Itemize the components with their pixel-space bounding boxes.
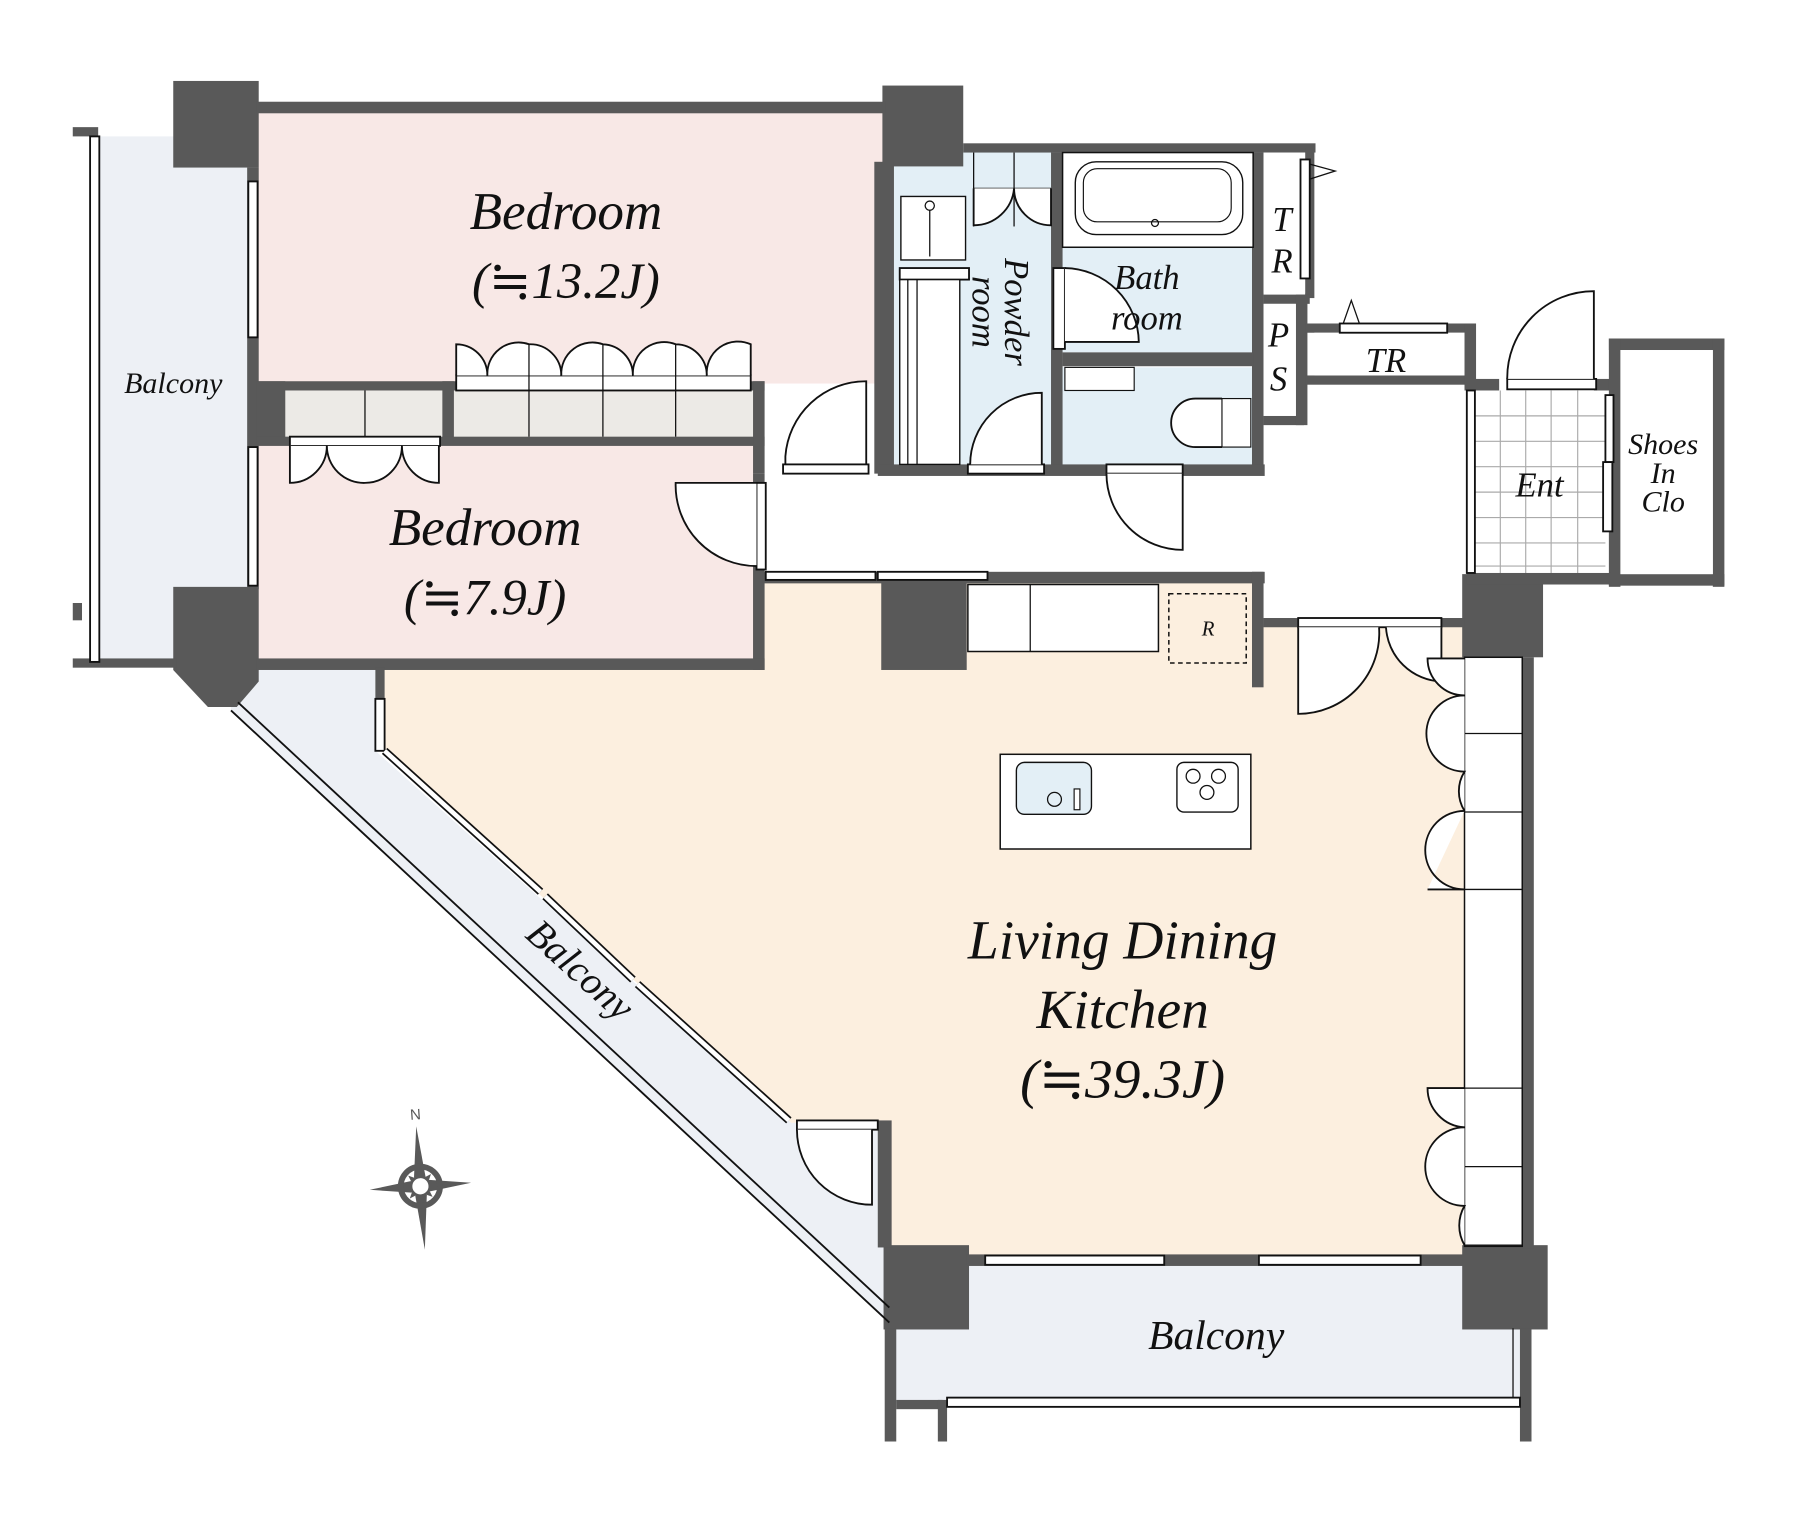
fixtures bbox=[898, 151, 1713, 850]
bedroom-2-name: Bedroom bbox=[389, 499, 582, 557]
bathroom-label-line2: room bbox=[1111, 299, 1183, 337]
doors bbox=[674, 267, 1615, 1206]
bedroom-2-floor bbox=[256, 441, 759, 664]
bedroom-1-area: (≒13.2J) bbox=[472, 253, 660, 309]
shoes-closet-line3: Clo bbox=[1641, 486, 1684, 519]
balcony-rails bbox=[89, 135, 1521, 1408]
balcony-diagonal-floor bbox=[230, 669, 890, 1323]
powder-room-label-line1: Powder bbox=[997, 257, 1035, 366]
bathroom-label-line1: Bath bbox=[1114, 259, 1179, 297]
refrigerator-label: R bbox=[1201, 617, 1215, 640]
compass-rose-icon: N bbox=[369, 1106, 472, 1250]
balcony-south-floor bbox=[895, 1264, 1531, 1404]
bedroom-1-floor bbox=[256, 109, 886, 388]
balcony-west-label: Balcony bbox=[124, 367, 223, 400]
windows bbox=[247, 180, 1422, 1266]
compass-north-label: N bbox=[409, 1106, 421, 1124]
tr-horizontal-label: TR bbox=[1366, 342, 1406, 380]
ldk-area: (≒39.3J) bbox=[1020, 1048, 1225, 1109]
balcony-west-floor bbox=[98, 136, 255, 662]
ldk-name-line2: Kitchen bbox=[1035, 979, 1208, 1040]
walls bbox=[72, 80, 1725, 1442]
entrance-tile-floor bbox=[1474, 390, 1606, 573]
closet-doors bbox=[288, 340, 1524, 1248]
shoes-closet-line2: In bbox=[1650, 457, 1676, 490]
ldk-name-line1: Living Dining bbox=[967, 910, 1277, 971]
tr-vertical-line2: R bbox=[1270, 243, 1292, 281]
ldk-floor bbox=[381, 577, 1465, 1260]
entrance-label: Ent bbox=[1515, 467, 1565, 505]
tr-vertical-line1: T bbox=[1272, 201, 1294, 239]
bedroom-2-area: (≒7.9J) bbox=[404, 570, 566, 626]
balcony-south-label: Balcony bbox=[1148, 1312, 1285, 1358]
powder-room-label-line2: room bbox=[964, 276, 1002, 348]
ps-line2: S bbox=[1270, 360, 1287, 398]
ps-line1: P bbox=[1267, 317, 1289, 355]
shoes-closet-line1: Shoes bbox=[1628, 428, 1698, 461]
closet-floor bbox=[282, 390, 757, 439]
bedroom-1-name: Bedroom bbox=[470, 183, 663, 241]
